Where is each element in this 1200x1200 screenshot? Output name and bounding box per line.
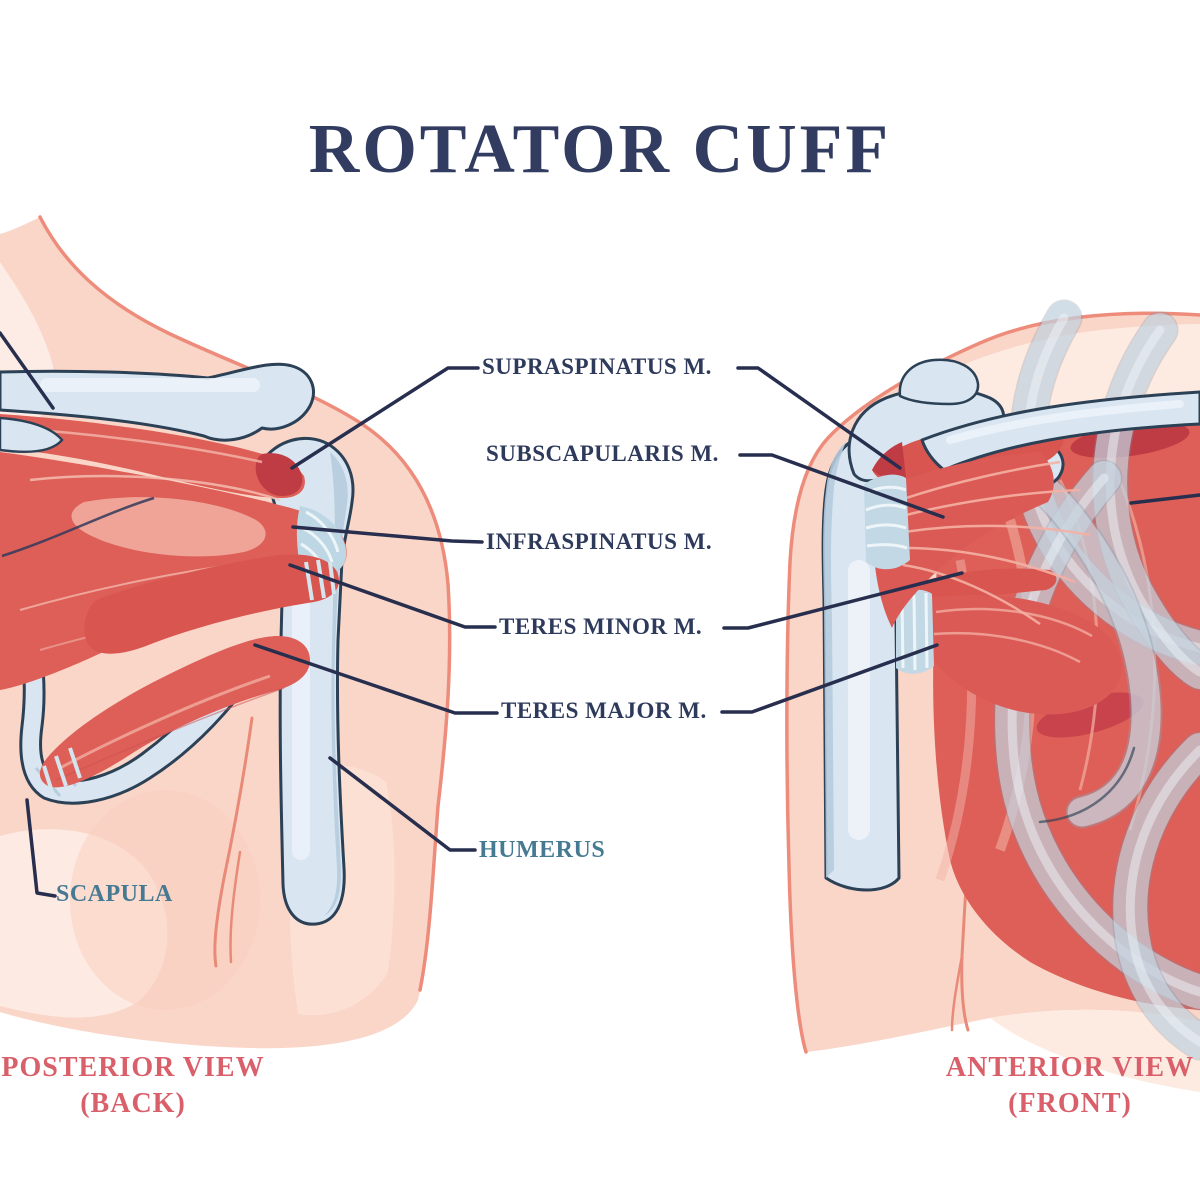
posterior-teres-major-muscle xyxy=(39,636,311,793)
leader-supraspinatus-right xyxy=(736,366,902,470)
anterior-skin-light-lower xyxy=(990,1009,1200,1092)
caption-posterior-title: POSTERIOR VIEW xyxy=(1,1052,265,1083)
anterior-scapula-bone xyxy=(997,445,1163,829)
posterior-skin-contour xyxy=(38,215,452,992)
leader-cropped-right-edge xyxy=(1129,493,1200,505)
posterior-spine-medial-bone xyxy=(0,416,64,454)
label-teres-minor: TERES MINOR M. xyxy=(499,614,703,639)
caption-anterior-title: ANTERIOR VIEW xyxy=(945,1052,1195,1083)
leader-cropped-top-left xyxy=(0,331,55,410)
leader-infraspinatus-left xyxy=(291,525,484,544)
posterior-teres-minor-muscle xyxy=(84,554,340,654)
posterior-scapular-spine-bone xyxy=(0,362,315,454)
anterior-armpit-crease-2 xyxy=(950,954,964,1032)
leader-lines xyxy=(0,331,1200,898)
label-subscapularis: SUBSCAPULARIS M. xyxy=(486,441,719,466)
label-scapula: SCAPULA xyxy=(56,881,173,907)
caption-anterior-subtitle: (FRONT) xyxy=(1008,1088,1132,1120)
posterior-skin-shade xyxy=(70,790,260,1010)
posterior-armpit-crease xyxy=(213,716,254,968)
rib-4 xyxy=(1111,731,1200,1061)
leader-teres-minor-left xyxy=(288,563,497,629)
anterior-teres-major-muscle xyxy=(896,589,1122,715)
leader-subscapularis-right xyxy=(738,453,945,519)
rib-2 xyxy=(1091,311,1200,691)
label-supraspinatus: SUPRASPINATUS M. xyxy=(482,354,712,379)
anterior-clavicle-bone xyxy=(920,390,1200,472)
caption-posterior-subtitle: (BACK) xyxy=(80,1088,186,1120)
leader-teres-minor-right xyxy=(722,571,964,630)
leader-scapula xyxy=(25,798,57,898)
caption-anterior-view: ANTERIOR VIEW (FRONT) xyxy=(940,1050,1200,1123)
page-title: ROTATOR CUFF xyxy=(308,111,892,188)
leader-teres-major-left xyxy=(253,643,499,715)
leader-humerus xyxy=(328,756,477,852)
caption-posterior-view: POSTERIOR VIEW (BACK) xyxy=(0,1050,278,1123)
leader-teres-major-right xyxy=(720,643,939,714)
label-infraspinatus: INFRASPINATUS M. xyxy=(486,529,713,554)
posterior-armpit-crease-2 xyxy=(229,850,242,964)
leader-supraspinatus-left xyxy=(290,366,480,470)
label-humerus: HUMERUS xyxy=(479,837,606,863)
anterior-skin-contour xyxy=(785,311,1200,1054)
label-teres-major: TERES MAJOR M. xyxy=(501,698,707,723)
anterior-humerus-bone xyxy=(821,429,929,892)
posterior-figure xyxy=(0,215,452,1049)
